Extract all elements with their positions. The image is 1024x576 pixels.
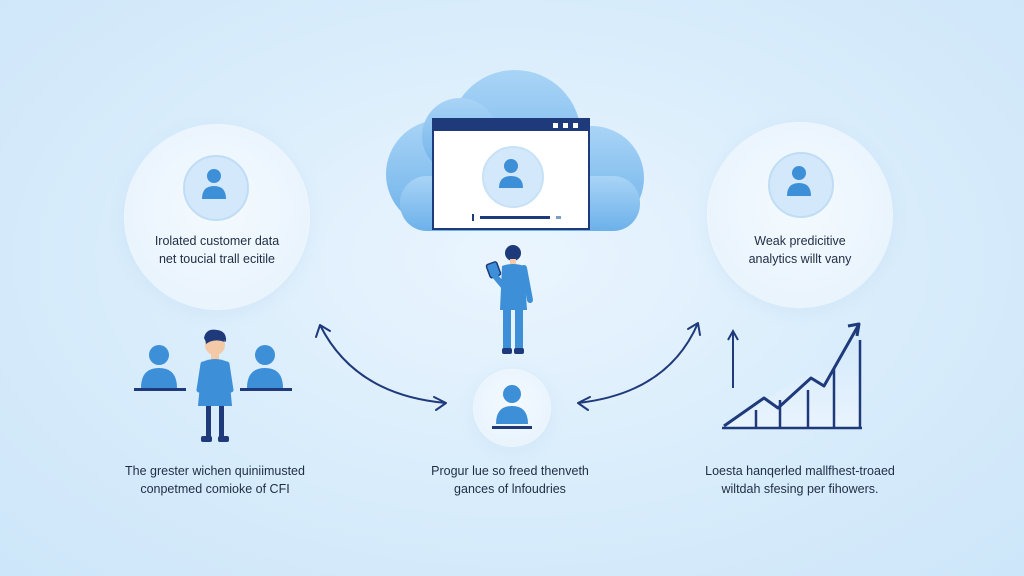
user-icon	[499, 159, 523, 188]
browser-progress-end	[556, 216, 561, 219]
curved-arrow-left	[315, 324, 447, 411]
curved-arrow-right	[577, 322, 701, 411]
right-bubble-line2: analytics willt vany	[748, 252, 852, 266]
window-dot-icon	[563, 123, 568, 128]
person-with-phone-icon	[485, 245, 533, 354]
browser-window	[432, 118, 590, 230]
bottom-caption-right-line2: wiltdah sfesing per fihowers.	[721, 482, 879, 496]
trend-arrow	[723, 325, 860, 428]
bottom-caption-left-line1: The grester wichen quiniimusted	[125, 464, 305, 478]
browser-progress-marker	[472, 214, 474, 221]
left-bubble-line2: net toucial trall ecitile	[158, 252, 276, 266]
browser-avatar	[482, 146, 544, 208]
standing-person-icon	[196, 329, 234, 442]
bottom-caption-center-line1: Progur lue so freed thenveth	[431, 464, 589, 478]
right-bubble-line1: Weak predicitive	[754, 234, 846, 248]
bottom-caption-left-line2: conpetmed comioke of CFI	[140, 482, 290, 496]
bottom-caption-left: The grester wichen quiniimusted conpetme…	[110, 462, 320, 498]
window-dot-icon	[553, 123, 558, 128]
right-bubble-caption: Weak predicitive analytics willt vany	[708, 232, 892, 268]
bottom-caption-right-line1: Loesta hanqerled mallfhest-troaed	[705, 464, 895, 478]
bottom-caption-center: Progur lue so freed thenveth gances of l…	[400, 462, 620, 498]
bar-chart-icon	[722, 322, 862, 430]
user-icon	[492, 385, 532, 429]
user-icon	[787, 166, 811, 196]
bottom-caption-center-line2: gances of lnfoudries	[454, 482, 566, 496]
bottom-caption-right: Loesta hanqerled mallfhest-troaed wiltda…	[688, 462, 912, 498]
browser-title-bar	[434, 120, 588, 131]
browser-progress-bar	[480, 216, 550, 219]
right-bubble-avatar	[768, 152, 834, 218]
left-bubble-caption: Irolated customer data net toucial trall…	[125, 232, 309, 268]
user-icon	[202, 169, 226, 199]
left-desk-user-icon	[134, 345, 186, 391]
window-dot-icon	[573, 123, 578, 128]
left-bubble-avatar	[183, 155, 249, 221]
left-bubble-line1: Irolated customer data	[154, 234, 280, 248]
right-desk-user-icon	[240, 345, 292, 391]
